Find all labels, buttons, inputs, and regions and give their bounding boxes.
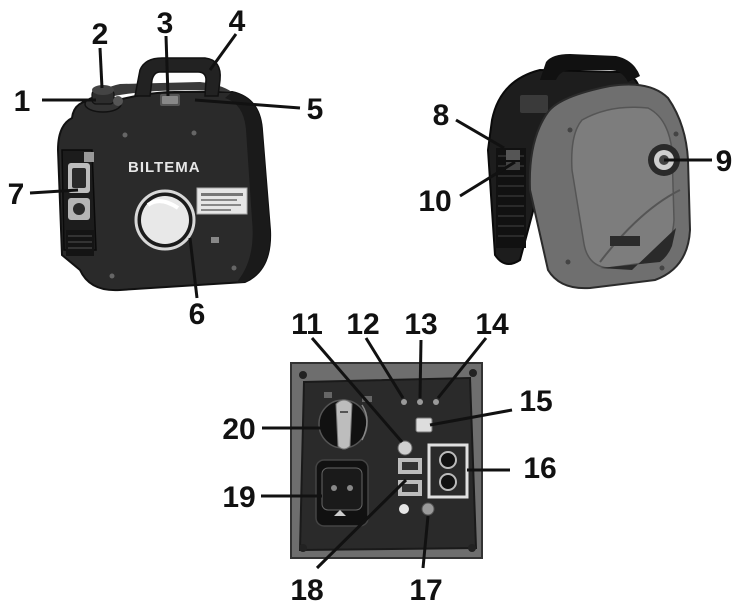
leader-10	[459, 160, 516, 198]
rear-right-view	[486, 54, 692, 290]
callout-7: 7	[8, 178, 25, 211]
leader-17	[421, 515, 430, 569]
leader-3	[164, 35, 170, 97]
callout-12: 12	[346, 308, 379, 341]
callout-11: 11	[291, 308, 323, 341]
callout-numbers: 1 2 3 4 5 6 7 8 9 10 11 12 13 14 15 16 1…	[8, 5, 733, 607]
leader-8	[455, 118, 505, 150]
callout-8: 8	[433, 99, 450, 132]
control-panel-view	[290, 362, 483, 559]
callout-3: 3	[157, 7, 174, 40]
callout-2: 2	[92, 18, 109, 51]
callout-4: 4	[229, 5, 246, 38]
leader-4	[208, 33, 238, 71]
callout-10: 10	[418, 185, 451, 218]
callout-19: 19	[222, 481, 255, 514]
brand-logo: BILTEMA	[128, 159, 201, 176]
leader-13	[418, 339, 423, 399]
leader-14	[436, 337, 488, 399]
leader-6	[188, 237, 199, 299]
front-left-view: BILTEMA	[56, 57, 272, 292]
leader-15	[429, 408, 513, 427]
callout-16: 16	[523, 452, 556, 485]
callout-20: 20	[222, 413, 255, 446]
callout-14: 14	[475, 308, 509, 341]
leader-lines	[29, 33, 712, 570]
leader-7	[29, 188, 79, 195]
callout-5: 5	[307, 93, 324, 126]
leader-11	[310, 337, 404, 443]
callout-13: 13	[404, 308, 437, 341]
callout-9: 9	[716, 145, 733, 178]
callout-15: 15	[519, 385, 552, 418]
leader-2	[98, 47, 104, 89]
leader-12	[364, 337, 405, 399]
callout-17: 17	[409, 574, 442, 607]
leader-5	[194, 98, 301, 110]
callout-1: 1	[14, 85, 31, 118]
callout-18: 18	[290, 574, 323, 607]
callout-6: 6	[189, 298, 206, 331]
leader-18	[315, 478, 408, 570]
